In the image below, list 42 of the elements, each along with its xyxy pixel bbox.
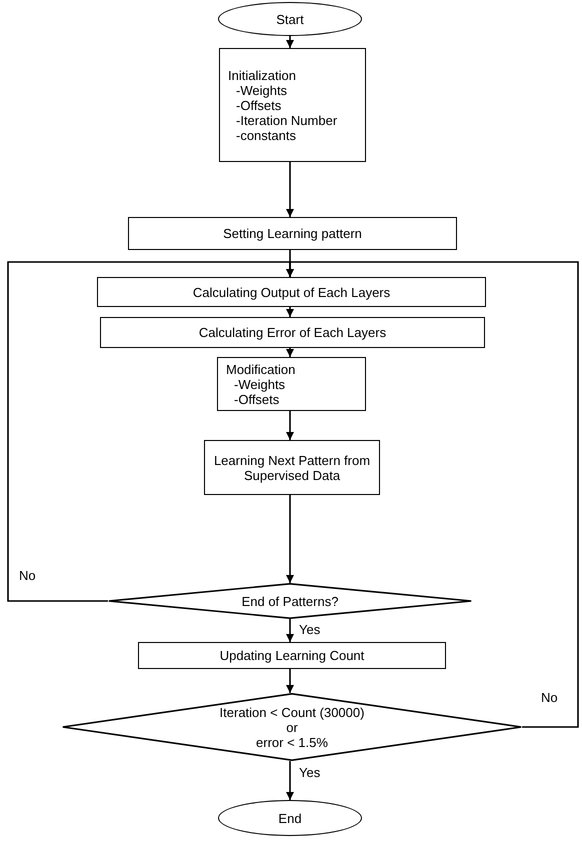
edge-label: No [540, 690, 559, 705]
edge-label: No [18, 568, 37, 583]
node-text: -Weights [233, 376, 286, 392]
decision-diamond [108, 583, 472, 619]
node-text: Iteration < Count (30000) [220, 704, 364, 720]
node-text: -constants [235, 128, 296, 142]
node-text: -Weights [235, 82, 288, 98]
process-box [100, 317, 485, 348]
process-box [204, 440, 380, 495]
arrow [286, 36, 294, 48]
arrow [286, 495, 294, 583]
process-box [217, 357, 366, 411]
arrow [286, 761, 294, 800]
arrow [286, 348, 294, 357]
node-text: -Iteration Number [235, 112, 338, 128]
process-box [97, 277, 486, 307]
node-text: End [278, 810, 302, 826]
edge-label: Yes [298, 622, 322, 637]
node-text: -Offsets [235, 98, 282, 112]
decision-diamond [62, 693, 522, 761]
node-text: or [286, 720, 298, 734]
node-text: Initialization [228, 68, 296, 82]
arrow [286, 619, 294, 642]
node-text: Calculating Error of Each Layers [198, 325, 386, 340]
node-text: End of Patterns? [242, 594, 338, 608]
node-text: Learning Next Pattern from Supervised Data [212, 452, 372, 482]
node-text: Calculating Output of Each Layers [192, 284, 390, 300]
arrow [286, 162, 294, 217]
edge-label: Yes [298, 765, 322, 780]
node-text: Updating Learning Count [220, 648, 364, 663]
process-box [128, 217, 457, 250]
node-text: -Offsets [233, 392, 280, 406]
arrow [286, 411, 294, 440]
node-text: error < 1.5% [256, 734, 328, 750]
arrow [286, 261, 579, 728]
process-box [138, 642, 446, 669]
node-text: Modification [226, 362, 296, 376]
arrow [286, 669, 294, 693]
arrow [286, 307, 294, 317]
node-text: Setting Learning pattern [223, 226, 362, 241]
node-text: Start [276, 12, 304, 26]
process-box [219, 48, 366, 162]
